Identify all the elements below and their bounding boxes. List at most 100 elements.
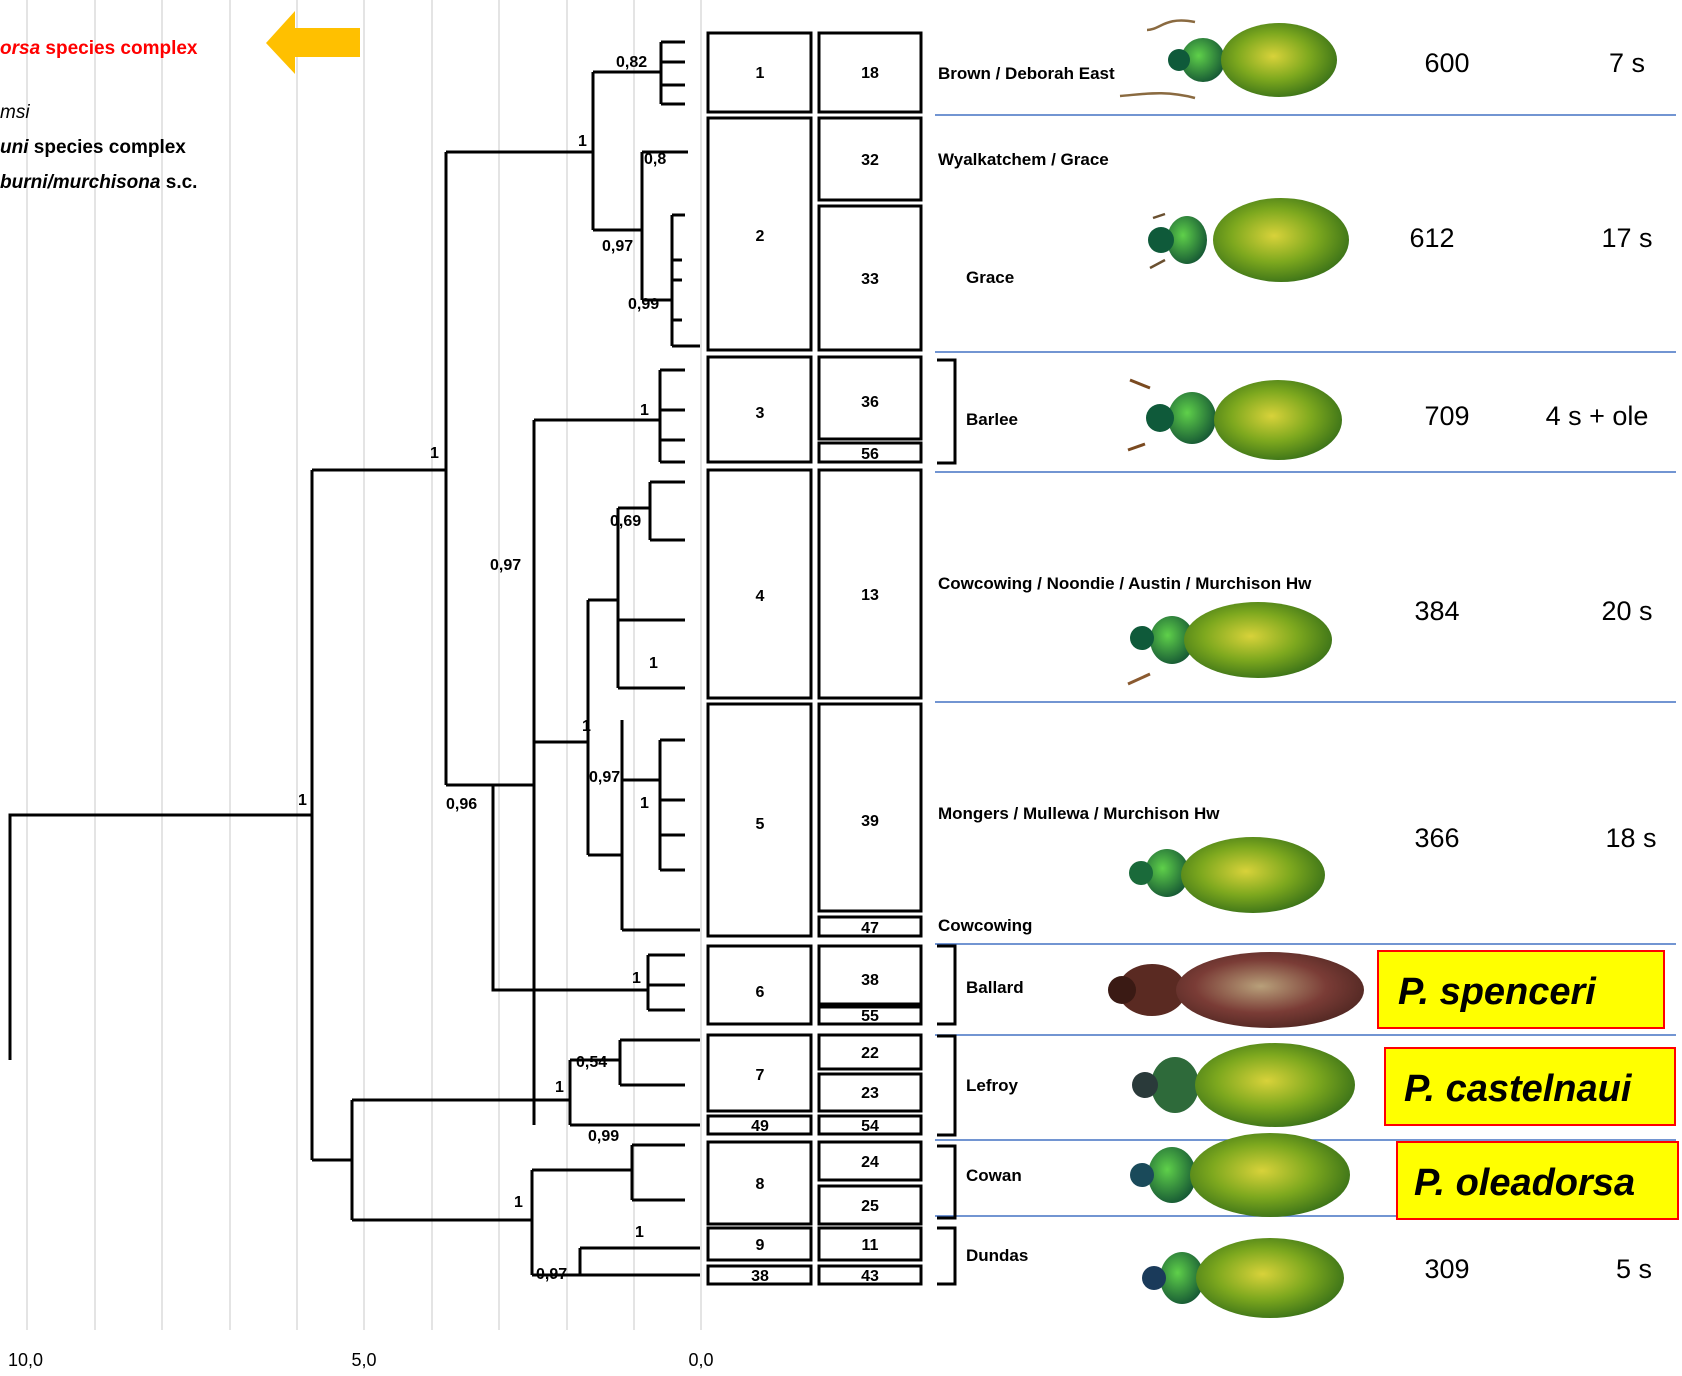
haplotype-id: 47	[861, 920, 879, 937]
haplotype-id: 13	[861, 587, 879, 604]
yellow-arrow-icon	[266, 11, 360, 74]
haplotype-id: 54	[861, 1118, 879, 1135]
legend: orsa species complex msi uni species com…	[0, 11, 360, 193]
cluster-id: 8	[756, 1176, 765, 1193]
support-value: 1	[582, 718, 591, 735]
locality-label: Cowan	[966, 1166, 1022, 1185]
species-labels: P. spenceri P. castelnaui P. oleadorsa	[1377, 950, 1679, 1220]
species-label-box	[1377, 950, 1665, 1029]
support-value: 0,54	[576, 1054, 607, 1071]
cluster-id: 1	[756, 65, 765, 82]
haplotype-id: 25	[861, 1198, 879, 1215]
haplotype-id: 43	[861, 1268, 879, 1285]
locality-label: Cowcowing	[938, 916, 1032, 935]
beetle-icon	[1130, 1133, 1350, 1217]
support-value: 1	[555, 1079, 564, 1096]
time-axis: 10,0 5,0 0,0	[8, 1350, 714, 1370]
species-label-box	[1384, 1047, 1676, 1126]
support-value: 1	[578, 133, 587, 150]
support-value: 1	[635, 1224, 644, 1241]
locality-label: Grace	[966, 268, 1014, 287]
support-values: 0,82 1 0,8 0,97 0,99 1 1 0,69 0,97 1 1 0…	[298, 54, 666, 1283]
support-value: 0,97	[602, 238, 633, 255]
cluster-sub-id: 38	[751, 1268, 769, 1285]
count-value: 366	[1414, 823, 1459, 853]
species-label: P. spenceri	[1398, 971, 1597, 1013]
locality-label: Barlee	[966, 410, 1018, 429]
support-value: 0,99	[588, 1128, 619, 1145]
haplotype-id: 23	[861, 1085, 879, 1102]
support-value: 1	[640, 795, 649, 812]
support-value: 1	[514, 1194, 523, 1211]
cluster-id: 9	[756, 1237, 765, 1254]
haplotype-labels: 18 32 33 36 56 13 39 47 38 55 22 23 54 2…	[861, 65, 879, 1285]
support-value: 0,97	[490, 557, 521, 574]
support-value: 1	[649, 655, 658, 672]
cluster-id: 4	[756, 588, 765, 605]
counts: 600 7 s 612 17 s 709 4 s + ole 384 20 s …	[1409, 48, 1656, 1284]
cluster-sub-id: 49	[751, 1118, 769, 1135]
count-value: 309	[1424, 1254, 1469, 1284]
haplotype-id: 38	[861, 972, 879, 989]
cluster-labels: 1 2 3 4 5 6 7 49 8 9 38	[751, 65, 769, 1285]
support-value: 1	[632, 970, 641, 987]
count-value: 612	[1409, 223, 1454, 253]
grid-lines	[26, 0, 702, 1330]
locality-label: Dundas	[966, 1246, 1028, 1265]
cluster-id: 2	[756, 228, 765, 245]
haplotype-boxes	[817, 31, 923, 1286]
locality-label: Lefroy	[966, 1076, 1019, 1095]
locality-label: Ballard	[966, 978, 1024, 997]
haplotype-id: 22	[861, 1045, 879, 1062]
count-value: 709	[1424, 401, 1469, 431]
legend-line-4: burni/murchisona s.c.	[0, 172, 197, 193]
cluster-id: 6	[756, 984, 765, 1001]
count-value: 384	[1414, 596, 1459, 626]
beetle-icon	[1129, 837, 1325, 913]
cluster-id: 7	[756, 1067, 765, 1084]
locality-label: Mongers / Mullewa / Murchison Hw	[938, 804, 1220, 823]
support-value: 0,99	[628, 296, 659, 313]
support-value: 0,69	[610, 513, 641, 530]
count-s: 18 s	[1605, 823, 1656, 853]
locality-label: Brown / Deborah East	[938, 64, 1115, 83]
haplotype-id: 55	[861, 1008, 879, 1025]
support-value: 1	[298, 792, 307, 809]
axis-tick-5: 5,0	[351, 1350, 376, 1370]
count-s: 5 s	[1616, 1254, 1652, 1284]
haplotype-id: 18	[861, 65, 879, 82]
count-s: 4 s + ole	[1546, 401, 1649, 431]
beetle-icon	[1132, 1043, 1355, 1127]
locality-labels: Brown / Deborah East Wyalkatchem / Grace…	[938, 64, 1312, 1265]
axis-tick-0: 0,0	[688, 1350, 713, 1370]
beetle-icon	[1108, 952, 1364, 1028]
species-label: P. oleadorsa	[1414, 1162, 1635, 1204]
legend-line-1: orsa species complex	[0, 38, 198, 59]
haplotype-id: 24	[861, 1154, 879, 1171]
locality-label: Cowcowing / Noondie / Austin / Murchison…	[938, 574, 1312, 593]
haplotype-id: 36	[861, 394, 879, 411]
tree-branches	[8, 40, 700, 1277]
count-s: 7 s	[1609, 48, 1645, 78]
species-label-box	[1396, 1141, 1679, 1220]
beetle-icon	[1142, 1238, 1344, 1318]
cluster-id: 5	[756, 816, 765, 833]
support-value: 0,97	[536, 1266, 567, 1283]
beetle-icon	[1148, 198, 1349, 282]
haplotype-id: 56	[861, 446, 879, 463]
haplotype-id: 33	[861, 271, 879, 288]
species-label: P. castelnaui	[1404, 1068, 1633, 1110]
haplotype-id: 11	[862, 1237, 879, 1254]
locality-label: Wyalkatchem / Grace	[938, 150, 1109, 169]
count-value: 600	[1424, 48, 1469, 78]
axis-tick-10: 10,0	[8, 1350, 43, 1370]
support-value: 1	[430, 445, 439, 462]
haplotype-id: 39	[861, 813, 879, 830]
count-s: 20 s	[1601, 596, 1652, 626]
support-value: 0,8	[644, 151, 666, 168]
support-value: 0,97	[589, 769, 620, 786]
beetle-icon	[1127, 378, 1342, 460]
beetle-icon	[1127, 602, 1332, 686]
support-value: 0,96	[446, 796, 477, 813]
